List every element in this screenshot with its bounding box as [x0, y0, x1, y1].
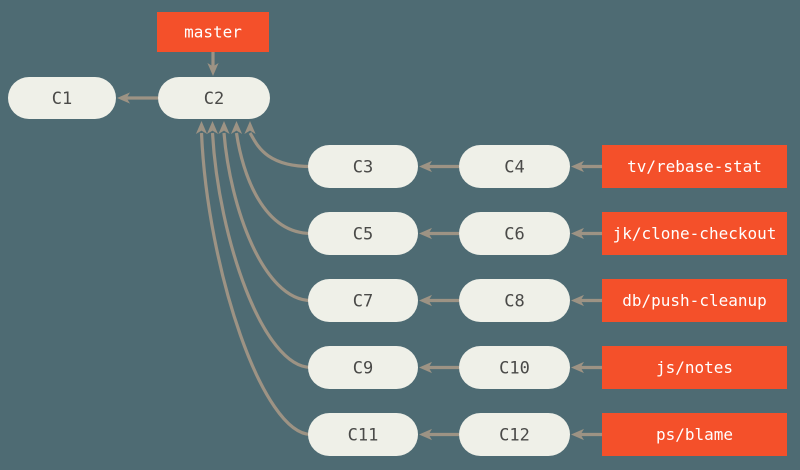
branch-label-ps-blame[interactable]: ps/blame	[602, 413, 787, 456]
edge-c7-to-c2	[218, 121, 312, 303]
branch-box	[157, 12, 269, 52]
commit-label-text: C11	[348, 426, 379, 446]
edge-arrowhead	[218, 121, 230, 134]
commit-node-c2[interactable]: C2	[158, 77, 270, 119]
branch-label-tv-rebase-stat[interactable]: tv/rebase-stat	[602, 145, 787, 188]
commit-node-c8[interactable]: C8	[459, 279, 570, 322]
edge-arrowhead	[230, 121, 243, 134]
commit-node-c3[interactable]: C3	[308, 145, 418, 188]
edge-c12-to-c11	[419, 428, 459, 441]
commit-capsule	[158, 77, 270, 119]
edge-arrowhead	[117, 92, 130, 104]
commit-capsule	[8, 77, 116, 119]
edge-arrowhead	[419, 428, 432, 441]
commit-label-text: C12	[499, 426, 530, 446]
commit-node-c11[interactable]: C11	[308, 413, 418, 456]
edge-arrowhead	[571, 428, 584, 441]
edge-c10-to-c9	[419, 361, 459, 374]
edge-arrowhead	[419, 160, 432, 173]
edge-arrowhead	[571, 160, 584, 173]
commit-capsule	[308, 413, 418, 456]
edge-c9-to-c2	[206, 121, 312, 370]
edge-arrowhead	[207, 63, 219, 76]
edge-c6-to-c5	[419, 227, 459, 240]
commit-capsule	[459, 145, 570, 188]
branch-box	[602, 212, 787, 255]
branch-label-jk-clone-checkout[interactable]: jk/clone-checkout	[602, 212, 787, 255]
branch-label-db-push-cleanup[interactable]: db/push-cleanup	[602, 279, 787, 322]
branch-label-text: js/notes	[656, 358, 733, 377]
branch-label-text: tv/rebase-stat	[627, 157, 762, 176]
commit-node-c7[interactable]: C7	[308, 279, 418, 322]
commit-capsule	[308, 279, 418, 322]
commit-node-c9[interactable]: C9	[308, 346, 418, 389]
edge-arrowhead	[206, 121, 219, 134]
commit-capsule	[308, 145, 418, 188]
commit-node-c1[interactable]: C1	[8, 77, 116, 119]
branch-label-master[interactable]: master	[157, 12, 269, 52]
branch-box	[602, 346, 787, 389]
edge-arrowhead	[244, 121, 256, 134]
edge-arrowhead	[571, 227, 584, 240]
edge-db-to-c8	[571, 294, 602, 307]
commit-label-text: C9	[353, 359, 373, 379]
branch-box	[602, 413, 787, 456]
edge-js-to-c10	[571, 361, 602, 374]
commit-label-text: C4	[504, 158, 524, 178]
edge-arrowhead	[195, 121, 208, 134]
edge-jk-to-c6	[571, 227, 602, 240]
commit-node-c10[interactable]: C10	[459, 346, 570, 389]
commit-capsule	[459, 413, 570, 456]
edge-c3-to-c2	[244, 121, 312, 169]
commit-label-text: C8	[504, 292, 524, 312]
commit-label-text: C7	[353, 292, 373, 312]
edge-c4-to-c3	[419, 160, 459, 173]
commit-label-text: C3	[353, 158, 373, 178]
commit-label-text: C10	[499, 359, 530, 379]
edge-ps-to-c12	[571, 428, 602, 441]
commit-capsule	[308, 346, 418, 389]
edge-arrowhead	[419, 294, 432, 307]
edge-arrowhead	[571, 294, 584, 307]
edge-c5-to-c2	[230, 121, 312, 236]
commit-node-c4[interactable]: C4	[459, 145, 570, 188]
commit-label-text: C2	[204, 89, 224, 109]
commit-node-c12[interactable]: C12	[459, 413, 570, 456]
commit-node-c6[interactable]: C6	[459, 212, 570, 255]
branch-label-text: master	[184, 23, 242, 42]
edge-layer	[117, 52, 602, 441]
edge-c2-to-c1	[117, 92, 158, 104]
commit-label-text: C1	[52, 89, 72, 109]
edge-c8-to-c7	[419, 294, 459, 307]
commit-label-text: C5	[353, 225, 373, 245]
edge-arrowhead	[571, 361, 584, 374]
edge-tv-to-c4	[571, 160, 602, 173]
branch-box	[602, 279, 787, 322]
edge-c11-to-c2	[195, 121, 312, 437]
branch-label-text: jk/clone-checkout	[613, 224, 777, 243]
commit-capsule	[459, 212, 570, 255]
edge-arrowhead	[419, 227, 432, 240]
commit-label-text: C6	[504, 225, 524, 245]
edge-master-to-c2	[207, 52, 219, 76]
commit-capsule	[459, 346, 570, 389]
branch-box	[602, 145, 787, 188]
branch-label-js-notes[interactable]: js/notes	[602, 346, 787, 389]
commit-node-c5[interactable]: C5	[308, 212, 418, 255]
edge-arrowhead	[419, 361, 432, 374]
branch-label-text: ps/blame	[656, 425, 733, 444]
branch-label-text: db/push-cleanup	[622, 291, 767, 310]
commit-capsule	[308, 212, 418, 255]
commit-capsule	[459, 279, 570, 322]
